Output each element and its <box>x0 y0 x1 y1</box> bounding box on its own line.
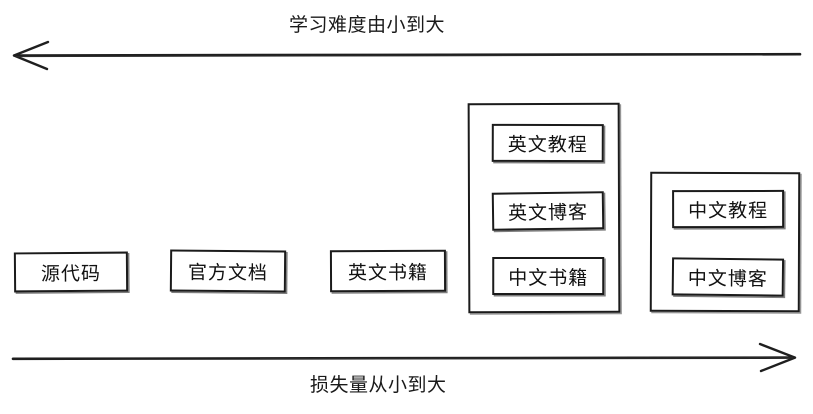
node-english-books[interactable]: 英文书籍 <box>329 249 447 293</box>
top-axis-label: 学习难度由小到大 <box>289 14 446 36</box>
node-english-blog[interactable]: 英文博客 <box>491 191 605 231</box>
bottom-axis-label: 损失量从小到大 <box>310 374 447 396</box>
node-english-blog-label: 英文博客 <box>507 200 589 225</box>
node-chinese-blog[interactable]: 中文博客 <box>671 257 785 297</box>
loss-axis-arrow <box>11 342 797 373</box>
node-english-books-label: 英文书籍 <box>347 261 429 284</box>
group-english-resources: 英文教程 英文博客 中文书籍 <box>467 102 621 314</box>
node-chinese-tutorial[interactable]: 中文教程 <box>672 189 785 229</box>
node-chinese-books-label: 中文书籍 <box>508 266 589 289</box>
node-chinese-books[interactable]: 中文书籍 <box>492 256 605 295</box>
node-official-docs[interactable]: 官方文档 <box>169 249 287 293</box>
node-chinese-tutorial-label: 中文教程 <box>688 199 769 222</box>
node-official-docs-label: 官方文档 <box>187 261 269 284</box>
node-source-code-label: 源代码 <box>40 262 102 285</box>
difficulty-axis-arrow <box>12 40 802 71</box>
node-source-code[interactable]: 源代码 <box>13 251 129 293</box>
group-chinese-resources: 中文教程 中文博客 <box>649 171 801 313</box>
node-english-tutorial-label: 英文教程 <box>507 133 588 156</box>
node-chinese-blog-label: 中文博客 <box>687 267 768 290</box>
node-english-tutorial[interactable]: 英文教程 <box>491 123 604 163</box>
